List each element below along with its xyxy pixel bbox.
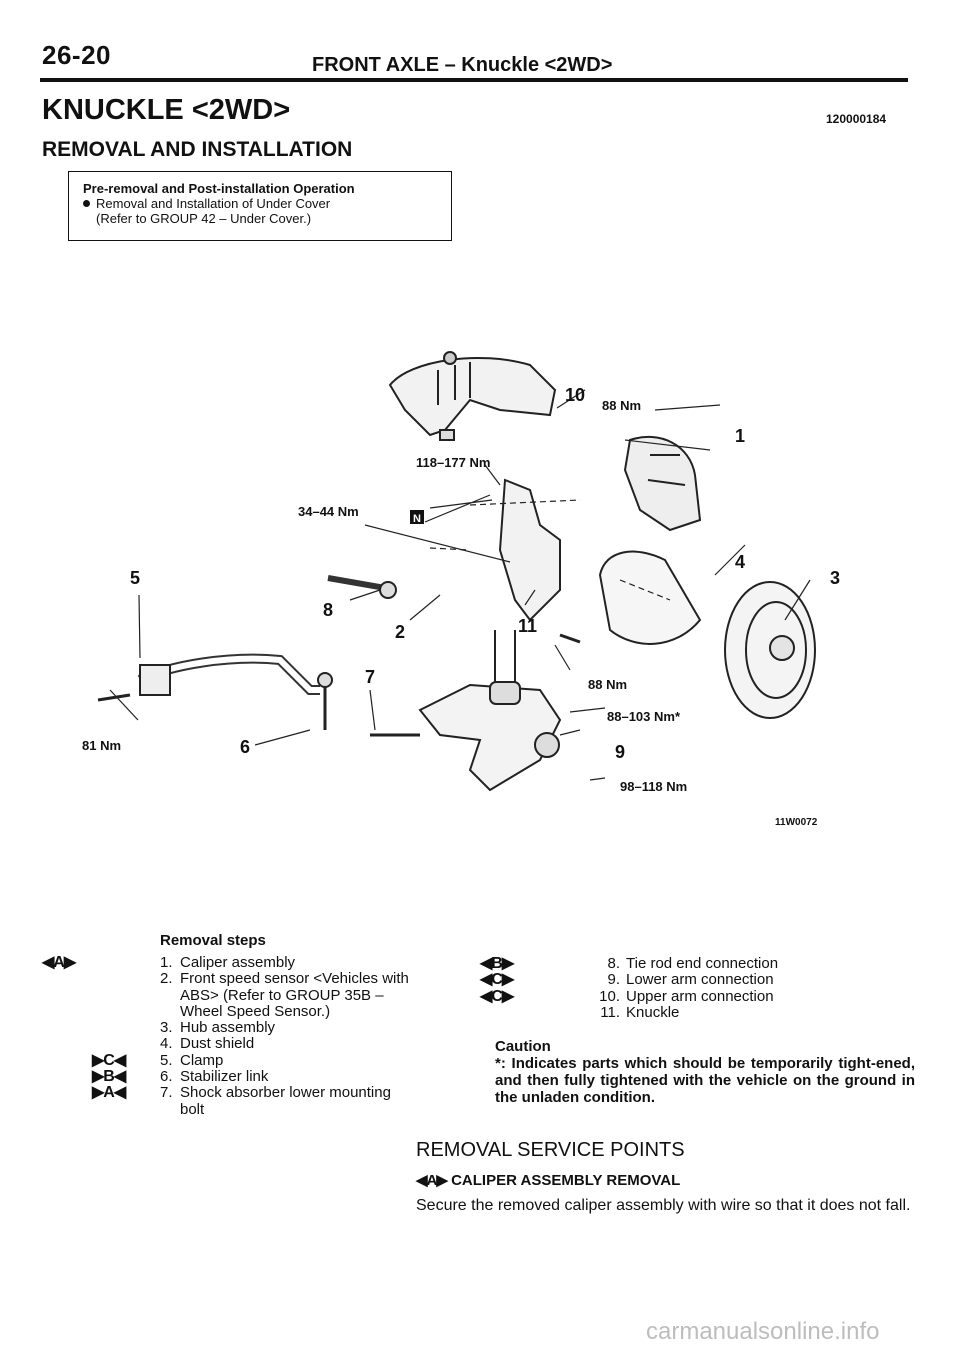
step-number: 3.	[160, 1019, 173, 1037]
knuckle-exploded-diagram: 10 1 4 3 5 8 2 11 7 6 9 88 Nm 118–177 Nm…	[82, 351, 840, 828]
step-text: bolt	[180, 1100, 205, 1118]
part-number-8: 8	[323, 600, 333, 620]
step-row: ABS> (Refer to GROUP 35B –	[160, 986, 460, 1004]
new-part-symbol	[410, 510, 424, 524]
step-text: Caliper assembly	[180, 954, 296, 971]
removal-steps-heading: Removal steps	[160, 932, 266, 949]
document-code: 120000184	[826, 112, 887, 126]
service-mark: ◀C▶	[480, 971, 514, 989]
pre-operation-item-text: Removal and Installation of Under Cover	[96, 196, 331, 211]
section-subtitle: REMOVAL AND INSTALLATION	[42, 138, 353, 161]
removal-steps-right: ◀B▶ 8. Tie rod end connection ◀C▶ 9. Lower a…	[480, 955, 896, 1021]
step-row: ◀C▶ 9. Lower arm connection	[480, 971, 896, 989]
caution-heading: Caution	[495, 1038, 551, 1055]
step-row: ◀A▶ 1. Caliper assembly	[42, 954, 460, 971]
step-row: 2. Front speed sensor <Vehicles with	[160, 970, 460, 988]
pre-operation-note: (Refer to GROUP 42 – Under Cover.)	[96, 211, 312, 226]
service-points-title: REMOVAL SERVICE POINTS	[416, 1139, 685, 1161]
part-number-6: 6	[240, 737, 250, 757]
step-row: bolt	[160, 1100, 460, 1118]
torque-label-lower-arm: 88–103 Nm*	[607, 709, 681, 724]
part-number-3: 3	[830, 568, 840, 588]
step-number: 9.	[607, 971, 620, 989]
service-mark: ▶C◀	[92, 1051, 126, 1069]
step-row: ▶C◀ 5. Clamp	[92, 1051, 460, 1069]
step-row: ▶A◀ 7. Shock absorber lower mounting	[92, 1084, 460, 1102]
header-rule	[40, 78, 908, 82]
torque-label-upper-ball: 118–177 Nm	[416, 455, 490, 470]
step-text: Knuckle	[626, 1003, 680, 1021]
pre-operation-item: Removal and Installation of Under Cover	[83, 196, 451, 211]
step-row: ▶B◀ 6. Stabilizer link	[92, 1068, 460, 1086]
step-row: ◀C▶ 10. Upper arm connection	[480, 987, 896, 1005]
step-text: Upper arm connection	[626, 987, 774, 1005]
part-number-2: 2	[395, 622, 405, 642]
pre-operation-heading: Pre-removal and Post-installation Operat…	[83, 181, 355, 196]
step-number: 1.	[160, 954, 173, 971]
pre-operation-box: Pre-removal and Post-installation Operat…	[68, 171, 452, 241]
step-text: Tie rod end connection	[626, 955, 779, 972]
step-text: Clamp	[180, 1051, 224, 1069]
part-number-10: 10	[565, 385, 585, 405]
step-row: 4. Dust shield	[160, 1035, 460, 1053]
step-number: 7.	[160, 1084, 173, 1102]
removal-steps-left: ◀A▶ 1. Caliper assembly 2. Front speed sens…	[42, 954, 460, 1118]
step-number: 8.	[607, 955, 620, 972]
service-point-title: CALIPER ASSEMBLY REMOVAL	[451, 1172, 681, 1189]
step-number: 5.	[160, 1051, 173, 1069]
caution-text: *: Indicates parts which should be tempo…	[495, 1055, 915, 1106]
section-title: KNUCKLE <2WD>	[42, 94, 291, 126]
bullet-icon	[83, 200, 90, 207]
step-text: Hub assembly	[180, 1019, 276, 1037]
torque-label-ball-joint: 98–118 Nm	[620, 779, 687, 794]
page-header-title: FRONT AXLE – Knuckle <2WD>	[312, 54, 613, 76]
step-row: 3. Hub assembly	[160, 1019, 460, 1037]
torque-label-10: 88 Nm	[602, 398, 641, 413]
service-point-body: Secure the removed caliper assembly with…	[416, 1197, 911, 1214]
step-text: ABS> (Refer to GROUP 35B –	[180, 986, 384, 1004]
step-row: ◀B▶ 8. Tie rod end connection	[480, 955, 896, 972]
part-number-11: 11	[518, 616, 537, 636]
torque-label-tie-rod: 34–44 Nm	[298, 504, 359, 519]
step-number: 10.	[599, 987, 620, 1005]
step-row: Wheel Speed Sensor.)	[160, 1002, 460, 1020]
service-mark: ◀C▶	[480, 987, 514, 1005]
step-text: Wheel Speed Sensor.)	[180, 1002, 331, 1020]
service-mark: ◀A▶	[416, 1172, 448, 1189]
torque-label-88nm: 88 Nm	[588, 677, 627, 692]
step-row: 11. Knuckle	[596, 1003, 896, 1021]
step-text: Stabilizer link	[180, 1068, 269, 1086]
step-text: Dust shield	[180, 1035, 255, 1053]
step-text: Shock absorber lower mounting	[180, 1084, 391, 1102]
service-point-heading: ◀A▶ CALIPER ASSEMBLY REMOVAL	[416, 1171, 680, 1189]
step-number: 4.	[160, 1035, 173, 1053]
step-text: Lower arm connection	[626, 971, 774, 989]
step-number: 2.	[160, 970, 173, 988]
service-mark: ▶B◀	[92, 1068, 126, 1086]
part-number-9: 9	[615, 742, 625, 762]
torque-label-stabilizer: 81 Nm	[82, 738, 121, 753]
part-number-5: 5	[130, 568, 140, 588]
step-number: 6.	[160, 1068, 173, 1086]
part-number-7: 7	[365, 667, 375, 687]
diagram-artwork	[97, 351, 816, 792]
service-mark: ◀A▶	[42, 954, 76, 971]
service-mark: ▶A◀	[92, 1084, 126, 1102]
step-number: 11.	[600, 1003, 620, 1021]
part-number-4: 4	[735, 552, 745, 572]
new-part-symbol-letter: N	[413, 513, 421, 525]
service-mark: ◀B▶	[480, 955, 514, 972]
page-number: 26-20	[42, 40, 111, 70]
watermark-text: carmanualsonline.info	[646, 1318, 880, 1345]
part-number-1: 1	[735, 426, 745, 446]
step-text: Front speed sensor <Vehicles with	[180, 970, 409, 988]
figure-code: 11W0072	[775, 817, 818, 828]
